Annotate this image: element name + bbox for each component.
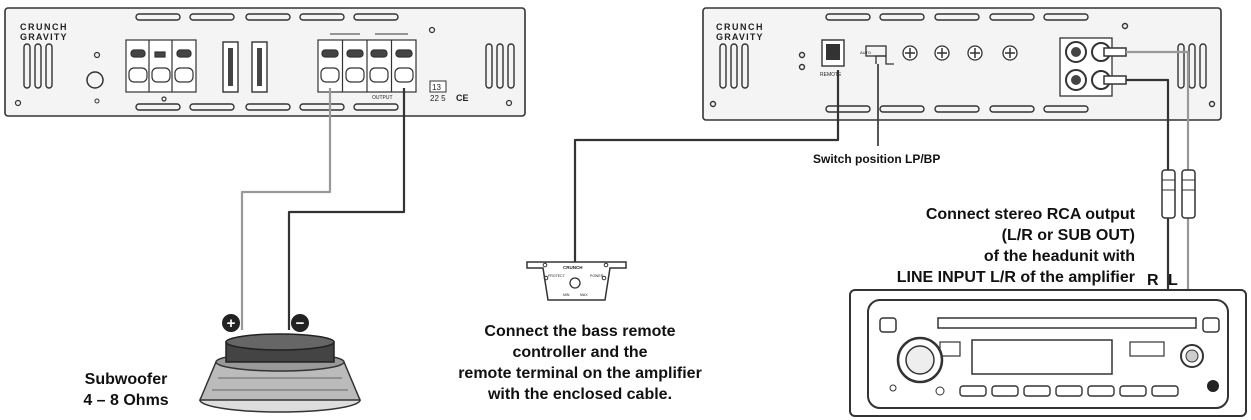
speaker-output-terminal	[317, 39, 417, 93]
right-amp-brand-line1: CRUNCH	[716, 22, 764, 32]
remote-protect: PROTECT	[548, 274, 566, 278]
subwoofer-line2: 4 – 8 Ohms	[83, 392, 168, 409]
bass-line2: controller and the	[512, 344, 647, 361]
remote-brand: CRUNCH	[563, 265, 583, 270]
bass-line1: Connect the bass remote	[484, 323, 675, 340]
bass-instruction: Connect the bass remote controller and t…	[458, 323, 702, 403]
fuse-value: 13	[432, 83, 441, 92]
rca-line1: Connect stereo RCA output	[926, 206, 1136, 223]
left-amplifier: CRUNCH GRAVITY	[4, 7, 526, 117]
left-amp-brand-line1: CRUNCH	[20, 22, 68, 32]
ce-mark: CE	[456, 93, 469, 103]
rca-line2: (L/R or SUB OUT)	[1002, 227, 1135, 244]
line-input-rca	[1059, 37, 1127, 97]
right-amplifier: CRUNCH GRAVITY REMOTE AUTO	[702, 7, 1222, 121]
remote-power: POWER	[590, 274, 604, 278]
subwoofer-caption: Subwoofer 4 – 8 Ohms	[83, 371, 168, 409]
r-channel-label: R	[1147, 272, 1159, 289]
bass-line3: remote terminal on the amplifier	[458, 365, 702, 382]
gain-knob	[86, 71, 104, 89]
switch-position-label: Switch position LP/BP	[813, 152, 940, 166]
left-amp-brand-line2: GRAVITY	[20, 32, 68, 42]
head-unit	[849, 289, 1247, 417]
bass-line4: with the enclosed cable.	[487, 386, 672, 403]
remote-port-label: REMOTE	[820, 72, 842, 78]
switch-label: AUTO	[860, 50, 871, 55]
plus-sign: +	[227, 315, 236, 332]
rca-instruction: Connect stereo RCA output (L/R or SUB OU…	[897, 206, 1136, 286]
cables	[240, 50, 1196, 330]
power-terminal-block	[125, 39, 197, 93]
l-channel-label: L	[1168, 272, 1178, 289]
right-amp-brand-line2: GRAVITY	[716, 32, 764, 42]
minus-sign: −	[296, 315, 305, 332]
rca-line3: of the headunit with	[984, 248, 1135, 265]
positive-terminal-icon	[222, 314, 240, 332]
mark-label: 22 5	[430, 94, 446, 103]
remote-min: MIN	[563, 293, 570, 297]
subwoofer-terminals: + −	[222, 314, 309, 332]
bass-knob	[569, 277, 581, 289]
subwoofer	[198, 333, 362, 413]
rca-line4: LINE INPUT L/R of the amplifier	[897, 269, 1135, 286]
output-label: OUTPUT	[372, 95, 393, 101]
negative-terminal-icon	[291, 314, 309, 332]
subwoofer-line1: Subwoofer	[85, 371, 168, 388]
remote-max: MAX	[580, 293, 588, 297]
lp-bp-switch	[865, 45, 894, 65]
bass-remote-controller: CRUNCH PROTECT POWER MIN MAX	[526, 261, 627, 301]
preset-buttons	[959, 385, 1179, 397]
